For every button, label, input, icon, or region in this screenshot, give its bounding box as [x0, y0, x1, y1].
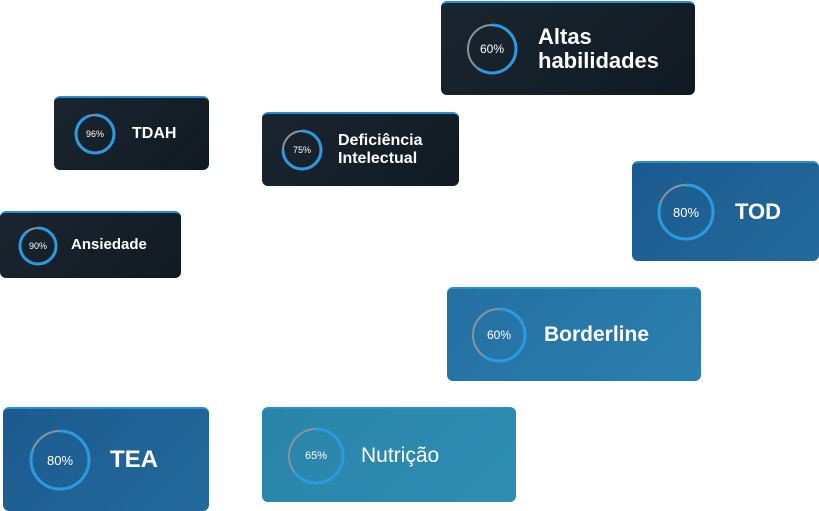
progress-ring: 96%: [74, 113, 116, 155]
progress-ring-graphic: [18, 226, 58, 265]
progress-percent: 96%: [85, 129, 104, 139]
progress-ring-graphic: [74, 113, 116, 155]
progress-arc: [657, 183, 715, 241]
card-label: TOD: [735, 198, 782, 224]
progress-ring: 90%: [18, 226, 58, 266]
progress-arc: [466, 23, 518, 75]
card-label: Nutrição: [361, 443, 440, 467]
card-label: TEA: [110, 445, 158, 473]
progress-arc: [29, 429, 91, 491]
progress-ring-graphic: [287, 427, 345, 484]
progress-ring: 60%: [466, 23, 518, 75]
progress-percent: 90%: [28, 240, 47, 251]
progress-ring-graphic: [471, 307, 527, 363]
progress-percent: 60%: [479, 42, 505, 56]
card-borderline[interactable]: 60% Borderline: [447, 287, 701, 381]
progress-arc: [18, 226, 58, 265]
progress-ring: 80%: [657, 183, 715, 241]
progress-arc: [287, 427, 345, 484]
progress-arc: [74, 113, 116, 155]
progress-ring: 65%: [287, 427, 345, 485]
progress-percent: 60%: [486, 328, 512, 342]
card-label: Borderline: [544, 323, 650, 347]
card-tdah[interactable]: 96% TDAH: [54, 96, 209, 170]
progress-ring-graphic: [657, 183, 715, 241]
progress-ring-graphic: [466, 23, 518, 75]
progress-percent: 80%: [46, 452, 74, 468]
progress-percent: 65%: [304, 449, 328, 462]
card-label: Deficiência Intelectual: [338, 132, 423, 167]
card-altas-habilidades[interactable]: 60% Altas habilidades: [441, 1, 695, 95]
progress-ring: 80%: [29, 429, 91, 491]
progress-ring-graphic: [281, 129, 323, 171]
card-deficiencia-intelectual[interactable]: 75% Deficiência Intelectual: [262, 112, 459, 186]
progress-arc: [281, 129, 323, 171]
progress-percent: 75%: [292, 145, 311, 155]
card-ansiedade[interactable]: 90% Ansiedade: [0, 211, 181, 278]
progress-arc: [471, 307, 527, 363]
progress-ring-graphic: [29, 429, 91, 491]
card-label: Altas habilidades: [538, 23, 660, 73]
card-label: Ansiedade: [71, 236, 147, 254]
card-label: TDAH: [132, 125, 177, 143]
progress-ring: 75%: [281, 129, 323, 171]
card-tod[interactable]: 80% TOD: [632, 161, 819, 261]
progress-percent: 80%: [672, 204, 700, 220]
progress-ring: 60%: [471, 307, 527, 363]
card-nutricao[interactable]: 65% Nutrição: [262, 407, 516, 502]
card-tea[interactable]: 80% TEA: [3, 407, 209, 511]
